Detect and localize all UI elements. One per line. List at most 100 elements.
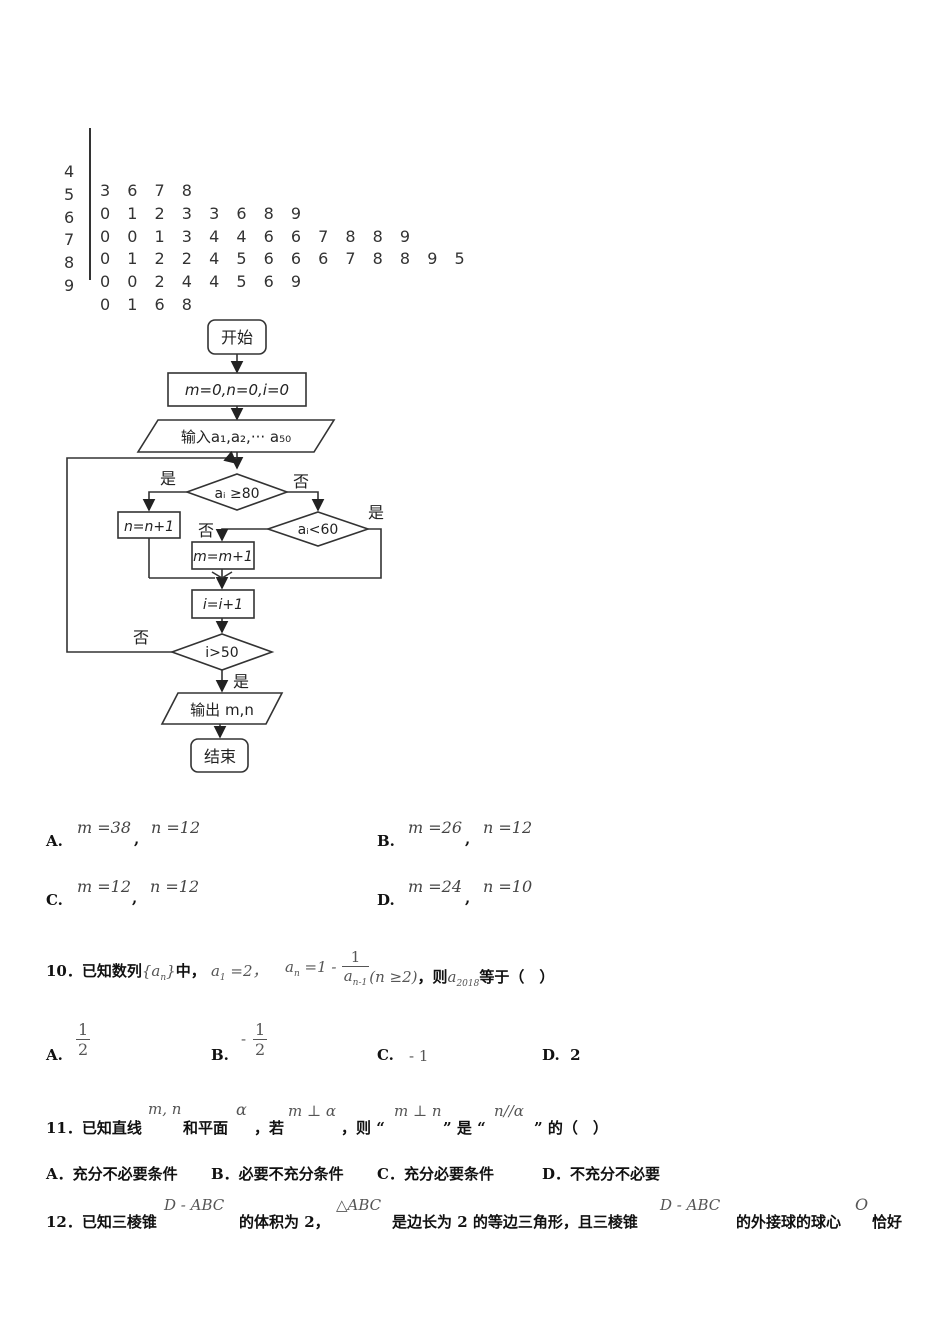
text: ，则 “ bbox=[341, 1119, 385, 1137]
condition: (n ≥2) bbox=[369, 968, 418, 986]
text: 的体积为 2， bbox=[239, 1213, 330, 1231]
frac-num: 1 bbox=[76, 1020, 91, 1040]
stem: 5 bbox=[64, 185, 75, 204]
triangle-symbol: △ABC bbox=[336, 1196, 382, 1214]
stem-row: 6 0 0 1 3 4 4 6 6 7 8 8 9 bbox=[64, 189, 410, 246]
fraction: 1 an-1 bbox=[341, 948, 370, 988]
a1: a bbox=[210, 962, 220, 980]
text: 中， bbox=[175, 962, 206, 980]
text: ，则 bbox=[417, 968, 448, 986]
frac-den-sub: n-1 bbox=[352, 978, 368, 988]
q11-stem: 11．已知直线 m, n 和平面 α ，若 m ⊥ α ，则 “ m ⊥ n ”… bbox=[46, 1100, 916, 1140]
flowchart: 开始 m=0,n=0,i=0 输入a₁,a₂,··· a₅₀ aᵢ ≥80 是 … bbox=[66, 319, 384, 773]
lines-symbol: m, n bbox=[148, 1100, 182, 1118]
stem-row: 9 0 1 6 8 bbox=[64, 257, 192, 314]
question-number: 11．已知直线 bbox=[46, 1119, 142, 1137]
text: ” 的（ ） bbox=[534, 1119, 608, 1137]
cond2-yes-label: 是 bbox=[368, 503, 384, 522]
stem: 6 bbox=[64, 208, 75, 227]
q12-stem: 12．已知三棱锥 D - ABC 的体积为 2， △ABC 是边长为 2 的等边… bbox=[46, 1195, 926, 1235]
box-i bbox=[191, 589, 255, 619]
leaves: 0 1 6 8 bbox=[100, 295, 198, 314]
stem-row: 7 0 1 2 2 4 5 6 6 6 7 8 8 9 5 bbox=[64, 211, 465, 268]
stem: 9 bbox=[64, 276, 75, 295]
cond3-yes-label: 是 bbox=[233, 672, 249, 691]
text: 和平面 bbox=[183, 1119, 229, 1137]
fraction: 1 2 bbox=[253, 1020, 268, 1059]
leaves: 3 6 7 8 bbox=[100, 181, 198, 200]
pyramid-symbol: D - ABC bbox=[660, 1196, 721, 1214]
q11-option-c[interactable]: C．充分必要条件 bbox=[377, 1165, 494, 1183]
a1-val: =2， bbox=[225, 962, 268, 980]
q11-option-d[interactable]: D．不充分不必要 bbox=[542, 1165, 661, 1183]
target: a bbox=[447, 968, 457, 986]
comma: , bbox=[134, 830, 140, 848]
seq-symbol: a bbox=[151, 962, 161, 980]
q10-stem: 10．已知数列{an}中， a1 =2， bbox=[46, 962, 268, 983]
q10-recurrence: an =1 - 1 an-1 (n ≥2)，则a2018等于（ ） bbox=[285, 936, 554, 989]
cond2-label: aᵢ<60 bbox=[298, 522, 339, 538]
option-m: m =38 bbox=[77, 818, 132, 837]
option-n: n =12 bbox=[151, 818, 201, 837]
frac-den: 2 bbox=[255, 1040, 266, 1059]
box-n-label: n=n+1 bbox=[124, 519, 174, 535]
proposition-p: m ⊥ n bbox=[394, 1102, 442, 1120]
stem-row: 5 0 1 2 3 3 6 8 9 bbox=[64, 166, 301, 223]
text: ，若 bbox=[254, 1119, 285, 1137]
box-m-label: m=m+1 bbox=[193, 549, 253, 565]
pyramid-symbol: D - ABC bbox=[164, 1196, 225, 1214]
text: 的外接球的球心 bbox=[736, 1213, 842, 1231]
option-m: m =12 bbox=[77, 877, 132, 896]
input-label: 输入a₁,a₂,··· a₅₀ bbox=[181, 428, 291, 446]
option-value: - 1 bbox=[409, 1047, 429, 1065]
stem: 7 bbox=[64, 230, 75, 249]
box-m bbox=[191, 541, 255, 570]
frac-num: 1 bbox=[253, 1020, 268, 1040]
cond2-no-label: 否 bbox=[198, 521, 214, 540]
cond1-yes-label: 是 bbox=[160, 469, 176, 488]
frac-den: 2 bbox=[78, 1040, 89, 1059]
target-sub: 2018 bbox=[456, 979, 480, 989]
cond1-label: aᵢ ≥80 bbox=[214, 486, 259, 502]
option-letter: D. bbox=[377, 891, 395, 909]
start-label: 开始 bbox=[221, 328, 253, 347]
text: 是边长为 2 的等边三角形，且三棱锥 bbox=[392, 1213, 638, 1231]
input-parallelogram bbox=[136, 419, 336, 453]
leaves: 0 0 1 3 4 4 6 6 7 8 8 9 bbox=[100, 227, 417, 246]
center-symbol: O bbox=[855, 1195, 869, 1214]
cond2-diamond bbox=[265, 511, 371, 547]
box-i-label: i=i+1 bbox=[203, 597, 243, 613]
a1-sub: 1 bbox=[219, 973, 226, 983]
comma: , bbox=[465, 889, 471, 907]
q11-option-a[interactable]: A．充分不必要条件 bbox=[46, 1165, 178, 1183]
q11-option-b[interactable]: B．必要不充分条件 bbox=[211, 1165, 344, 1183]
text: ” 是 “ bbox=[443, 1119, 486, 1137]
leaves: 0 1 2 2 4 5 6 6 6 7 8 8 9 5 bbox=[100, 249, 471, 268]
cond1-diamond bbox=[184, 473, 290, 511]
end-label: 结束 bbox=[204, 747, 236, 766]
option-n: n =12 bbox=[150, 877, 200, 896]
output-parallelogram bbox=[160, 692, 284, 725]
an-sub: n bbox=[293, 969, 300, 979]
option-letter: B. bbox=[377, 832, 395, 850]
option-m: m =26 bbox=[408, 818, 463, 837]
option-letter: D. 2 bbox=[542, 1046, 581, 1064]
option-n: n =12 bbox=[483, 818, 533, 837]
seq-sub: n bbox=[160, 973, 167, 983]
cond3-label: i>50 bbox=[205, 645, 238, 661]
option-letter: C. bbox=[377, 1046, 394, 1064]
alpha-symbol: α bbox=[236, 1100, 247, 1119]
cond3-no-label: 否 bbox=[133, 628, 149, 647]
question-number: 10．已知数列 bbox=[46, 962, 142, 980]
stem: 8 bbox=[64, 253, 75, 272]
an-eq: =1 - bbox=[299, 958, 337, 976]
leaves: 0 1 2 3 3 6 8 9 bbox=[100, 204, 308, 223]
condition: m ⊥ α bbox=[288, 1102, 336, 1120]
option-letter: C. bbox=[46, 891, 63, 909]
frac-num: 1 bbox=[341, 948, 370, 967]
leaves: 0 0 2 4 4 5 6 9 bbox=[100, 272, 308, 291]
comma: , bbox=[132, 889, 138, 907]
init-box bbox=[167, 372, 307, 407]
stem-row: 4 3 6 7 8 bbox=[64, 143, 192, 200]
an: a bbox=[285, 958, 294, 976]
